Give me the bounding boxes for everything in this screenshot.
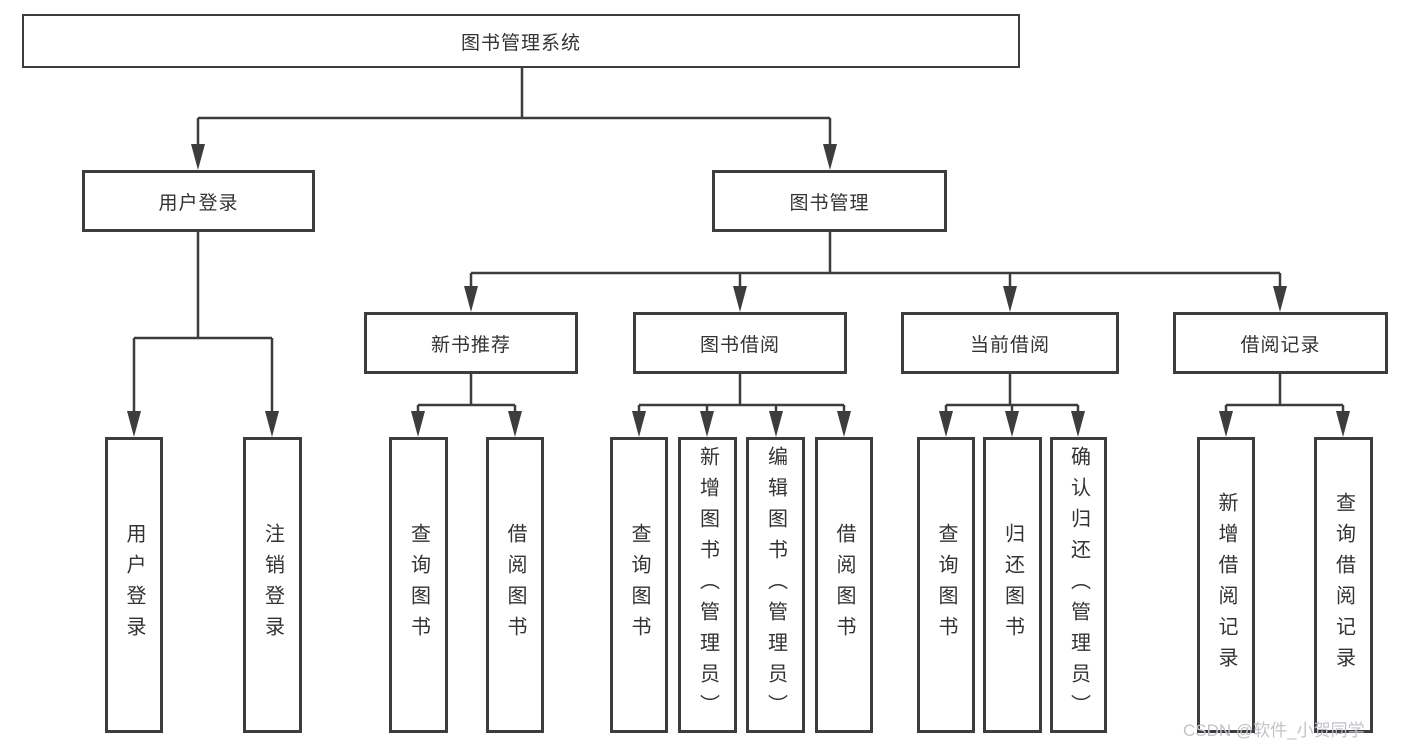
connector-borrow-records-children bbox=[1219, 374, 1350, 437]
connector-user-login-children bbox=[127, 232, 279, 437]
leaf-return-books: 归还图书 bbox=[983, 437, 1042, 733]
leaf-add-borrow-record: 新增借阅记录 bbox=[1197, 437, 1255, 733]
leaf-confirm-return-admin: 确认归还（管理员） bbox=[1050, 437, 1107, 733]
leaf-add-book-admin: 新增图书（管理员） bbox=[678, 437, 737, 733]
node-book-management: 图书管理 bbox=[712, 170, 947, 232]
connector-current-borrow-children bbox=[939, 374, 1085, 437]
leaf-logout: 注销登录 bbox=[243, 437, 302, 733]
connector-new-book-children bbox=[411, 374, 522, 437]
leaf-query-books-current: 查询图书 bbox=[917, 437, 975, 733]
node-root: 图书管理系统 bbox=[22, 14, 1020, 68]
node-book-borrow: 图书借阅 bbox=[633, 312, 847, 374]
leaf-edit-book-admin: 编辑图书（管理员） bbox=[746, 437, 805, 733]
node-new-book-recommend: 新书推荐 bbox=[364, 312, 578, 374]
leaf-query-books-borrow: 查询图书 bbox=[610, 437, 668, 733]
node-borrow-records: 借阅记录 bbox=[1173, 312, 1388, 374]
leaf-query-books-recommend: 查询图书 bbox=[389, 437, 448, 733]
leaf-borrow-books-recommend: 借阅图书 bbox=[486, 437, 544, 733]
leaf-user-login: 用户登录 bbox=[105, 437, 163, 733]
connector-book-management-to-level3 bbox=[464, 232, 1287, 312]
connector-book-borrow-children bbox=[632, 374, 851, 437]
csdn-watermark: CSDN @软件_小贺同学 bbox=[1183, 721, 1365, 740]
node-current-borrow: 当前借阅 bbox=[901, 312, 1119, 374]
leaf-borrow-books: 借阅图书 bbox=[815, 437, 873, 733]
node-user-login: 用户登录 bbox=[82, 170, 315, 232]
leaf-query-borrow-record: 查询借阅记录 bbox=[1314, 437, 1373, 733]
connector-root-to-level2 bbox=[191, 68, 837, 170]
